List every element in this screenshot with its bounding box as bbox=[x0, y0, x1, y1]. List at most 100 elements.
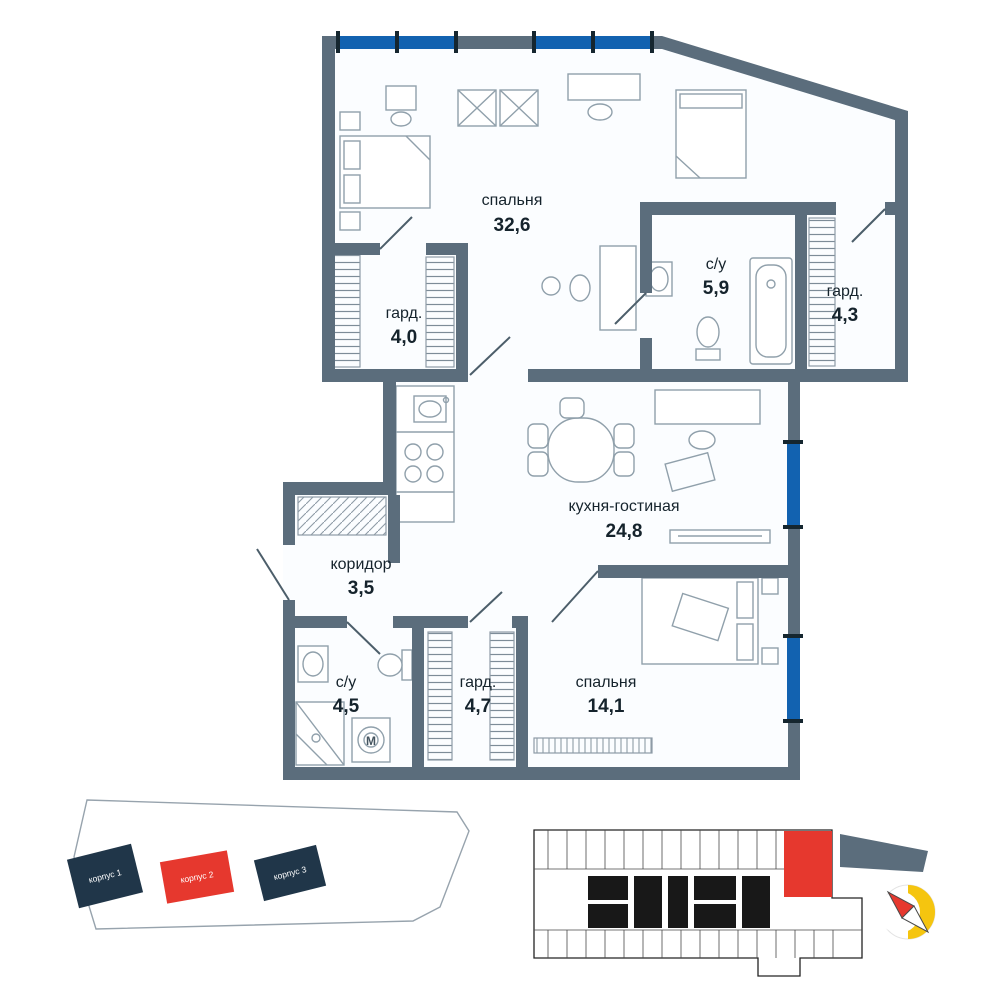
chair bbox=[390, 111, 412, 127]
pillow bbox=[343, 140, 361, 170]
burner bbox=[426, 465, 444, 483]
door bbox=[614, 292, 647, 325]
radiator bbox=[533, 737, 653, 754]
faucet bbox=[442, 396, 450, 404]
window bbox=[787, 443, 800, 528]
room-name: спальня bbox=[576, 674, 637, 691]
room-area: 4,5 bbox=[333, 696, 360, 717]
room-name: гард. bbox=[460, 674, 497, 691]
shelving bbox=[808, 217, 836, 367]
burner bbox=[426, 443, 444, 461]
door bbox=[551, 570, 599, 623]
chair bbox=[688, 430, 716, 450]
room-area: 14,1 bbox=[588, 696, 625, 717]
room-area: 4,7 bbox=[465, 696, 491, 717]
sink-basin bbox=[302, 651, 324, 677]
building-korpus-3[interactable]: корпус 3 bbox=[253, 844, 327, 902]
work-table bbox=[654, 389, 761, 425]
counter-divider bbox=[396, 431, 454, 493]
floor-schematic bbox=[533, 829, 928, 977]
windows bbox=[336, 31, 803, 723]
built-in-closet bbox=[297, 496, 387, 536]
toilet-tank bbox=[695, 348, 721, 361]
wardrobe-cross bbox=[499, 89, 539, 127]
door bbox=[469, 336, 511, 376]
pillow bbox=[736, 623, 754, 661]
toilet-bowl bbox=[696, 316, 720, 348]
room-name: гард. bbox=[386, 305, 423, 322]
shelving bbox=[427, 631, 453, 761]
selected-unit-marker[interactable] bbox=[784, 831, 832, 897]
washer-door-inner bbox=[363, 732, 379, 748]
drain bbox=[766, 279, 776, 289]
burner bbox=[404, 465, 422, 483]
nightstand bbox=[761, 647, 779, 665]
doors bbox=[256, 208, 886, 655]
door bbox=[851, 208, 886, 243]
room-area: 4,3 bbox=[832, 305, 858, 326]
compass-needle-south bbox=[901, 905, 930, 934]
burner bbox=[404, 443, 422, 461]
room-name: с/у bbox=[706, 256, 726, 273]
drain bbox=[311, 733, 321, 743]
chair bbox=[613, 423, 635, 449]
chair bbox=[613, 451, 635, 477]
elevator-core bbox=[588, 876, 770, 928]
room-labels: спальня 32,6 гард. 4,0 с/у 5,9 гард. 4,3… bbox=[330, 192, 863, 748]
room-area: 24,8 bbox=[606, 521, 643, 542]
chair bbox=[559, 397, 585, 419]
furniture bbox=[295, 73, 836, 766]
pillow bbox=[736, 581, 754, 619]
throw-blanket bbox=[671, 592, 730, 642]
room-name: кухня-гостиная bbox=[568, 498, 679, 515]
site-plan: корпус 1 корпус 2 корпус 3 bbox=[66, 799, 470, 930]
nightstand bbox=[339, 111, 361, 131]
entrance-door bbox=[256, 548, 290, 601]
blanket-fold bbox=[405, 135, 431, 161]
window bbox=[787, 637, 800, 722]
dressing-table bbox=[599, 245, 637, 331]
shower-fold bbox=[295, 701, 345, 766]
chair bbox=[587, 103, 613, 121]
shelving bbox=[489, 631, 515, 761]
dining-table bbox=[547, 417, 615, 483]
room-name: коридор bbox=[330, 556, 391, 573]
nightstand bbox=[339, 211, 361, 231]
rug bbox=[664, 451, 716, 493]
chair bbox=[569, 274, 591, 302]
shelving bbox=[425, 256, 455, 368]
building-korpus-2[interactable]: корпус 2 bbox=[159, 850, 235, 904]
bathtub bbox=[749, 257, 793, 365]
room-area: 5,9 bbox=[703, 278, 729, 299]
blanket-fold bbox=[675, 155, 701, 179]
washer-door bbox=[357, 726, 385, 754]
compass-icon bbox=[878, 884, 936, 940]
door bbox=[379, 216, 413, 250]
sink-basin bbox=[418, 400, 442, 418]
chair bbox=[527, 423, 549, 449]
apartment-plan: спальня 32,6 гард. 4,0 с/у 5,9 гард. 4,3… bbox=[256, 31, 908, 780]
room-area: 32,6 bbox=[494, 215, 531, 236]
pouf bbox=[541, 276, 561, 296]
unit-lines-bottom bbox=[534, 929, 862, 958]
room-area: 4,0 bbox=[391, 327, 417, 348]
toilet-bowl bbox=[377, 653, 403, 677]
building-korpus-1[interactable]: корпус 1 bbox=[66, 843, 144, 909]
door bbox=[469, 591, 503, 623]
room-name: спальня bbox=[482, 192, 543, 209]
washer-label: М bbox=[366, 734, 376, 748]
nightstand bbox=[761, 577, 779, 595]
toilet-tank bbox=[401, 649, 413, 681]
pillow bbox=[679, 93, 743, 109]
adjacent-wing bbox=[840, 834, 928, 872]
wardrobe-cross bbox=[457, 89, 497, 127]
desk bbox=[567, 73, 641, 101]
door bbox=[346, 621, 381, 655]
room-name: с/у bbox=[336, 674, 356, 691]
pillow bbox=[343, 174, 361, 204]
unit-lines-top bbox=[534, 830, 784, 870]
chair bbox=[527, 451, 549, 477]
side-table bbox=[385, 85, 417, 111]
